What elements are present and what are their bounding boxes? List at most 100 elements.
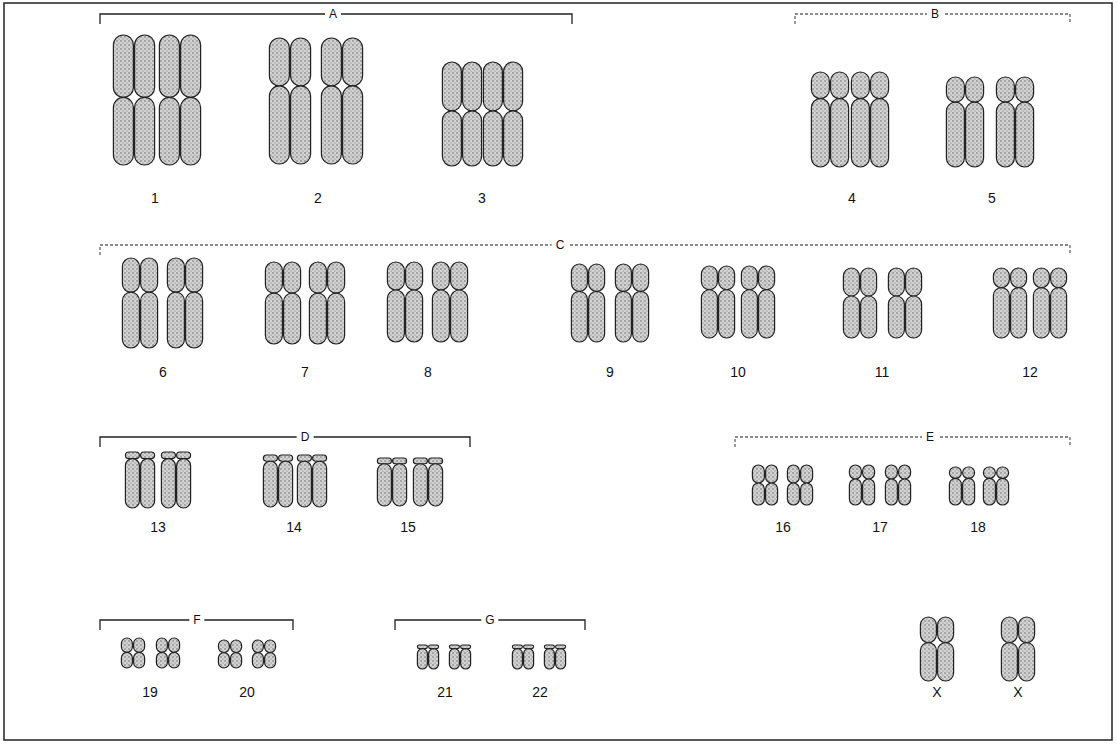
chromosome-number: 2	[314, 191, 322, 205]
chromatid-arm	[759, 290, 775, 338]
chromatid-arm	[141, 258, 158, 292]
chromatid-arm	[121, 638, 132, 652]
group-letter: A	[325, 8, 341, 20]
chromatid-arm	[811, 72, 829, 99]
chromatid-arm	[177, 459, 191, 508]
chromatid-arm	[863, 465, 875, 479]
chromatid-arm	[169, 638, 180, 652]
chromatid-arm	[963, 467, 975, 478]
chromatid-arm	[938, 643, 954, 681]
chromatid-arm	[589, 264, 605, 291]
group-letter: G	[481, 614, 498, 626]
chromatid-arm	[181, 97, 201, 165]
chromatid-arm	[504, 62, 523, 111]
chromatid-arm	[429, 464, 443, 506]
chromatid-arm	[787, 465, 799, 483]
chromatid-arm	[996, 77, 1014, 102]
chromatid-arm	[442, 111, 461, 166]
chromatid-arm	[141, 452, 155, 459]
chromatid-arm	[393, 464, 407, 506]
chromatid-arm	[265, 653, 276, 668]
chromatid-arm	[983, 467, 995, 478]
chromatid-arm	[1033, 268, 1049, 288]
chromatid-arm	[161, 459, 175, 508]
chromatid-arm	[263, 455, 277, 461]
chromatid-arm	[963, 478, 975, 505]
chromatid-arm	[181, 35, 201, 97]
chromatid-arm	[701, 266, 717, 290]
chromatid-arm	[997, 478, 1009, 505]
group-bracket	[100, 437, 470, 447]
chromatid-arm	[122, 292, 139, 348]
chromatid-arm	[899, 465, 911, 479]
chromosome-number: 9	[606, 365, 614, 379]
chromatid-arm	[633, 291, 649, 342]
chromatid-arm	[1016, 102, 1034, 167]
chromatid-arm	[291, 38, 311, 86]
chromatid-arm	[1011, 268, 1027, 288]
chromatid-arm	[135, 97, 155, 165]
chromatid-arm	[633, 264, 649, 291]
chromatid-arm	[885, 479, 897, 505]
chromatid-arm	[141, 292, 158, 348]
chromatid-arm	[983, 478, 995, 505]
chromosome-number: 6	[159, 365, 167, 379]
chromosome-number: 3	[478, 191, 486, 205]
chromatid-arm	[946, 102, 964, 167]
chromatid-arm	[766, 465, 778, 483]
chromatid-arm	[135, 35, 155, 97]
chromatid-arm	[279, 461, 293, 507]
chromatid-arm	[801, 483, 813, 505]
chromatid-arm	[177, 452, 191, 459]
chromatid-arm	[313, 461, 327, 507]
chromatid-arm	[328, 293, 345, 344]
chromatid-arm	[483, 111, 502, 166]
chromatid-arm	[996, 102, 1014, 167]
chromosome-number: 14	[286, 520, 302, 534]
chromatid-arm	[451, 262, 468, 290]
chromatid-arm	[113, 35, 133, 97]
chromatid-arm	[343, 38, 363, 86]
chromatid-arm	[801, 465, 813, 483]
chromosome-number: 8	[424, 365, 432, 379]
chromatid-arm	[252, 653, 263, 668]
chromatid-arm	[1019, 643, 1035, 681]
chromatid-arm	[413, 464, 427, 506]
chromatid-arm	[843, 296, 859, 338]
chromatid-arm	[589, 291, 605, 342]
chromosome-number: 15	[400, 520, 416, 534]
chromatid-arm	[811, 99, 829, 167]
chromatid-arm	[1011, 288, 1027, 338]
chromatid-arm	[417, 649, 427, 669]
chromatid-arm	[1019, 617, 1035, 643]
chromatid-arm	[387, 262, 404, 290]
chromatid-arm	[377, 458, 391, 464]
chromatid-arm	[263, 461, 277, 507]
group-letter: D	[297, 431, 314, 443]
chromatid-arm	[946, 77, 964, 102]
chromatid-arm	[134, 652, 145, 668]
group-brackets	[100, 14, 1070, 630]
chromatid-arm	[297, 455, 311, 461]
chromatid-arm	[393, 458, 407, 464]
chromosome-number: X	[932, 685, 941, 699]
chromatid-arm	[218, 653, 229, 668]
chromosome-number: 5	[988, 191, 996, 205]
chromatid-arm	[949, 478, 961, 505]
chromatid-arm	[265, 293, 282, 344]
chromatid-arm	[284, 262, 301, 293]
chromatid-arm	[752, 465, 764, 483]
chromatid-arm	[122, 258, 139, 292]
chromatid-arm	[406, 290, 423, 342]
chromatid-arm	[252, 640, 263, 653]
chromatid-arm	[297, 461, 311, 507]
chromatid-arm	[125, 452, 139, 459]
chromatid-arm	[463, 111, 482, 166]
group-letter: C	[552, 239, 569, 251]
chromosome-number: 18	[970, 520, 986, 534]
chromatid-arm	[741, 290, 757, 338]
chromatid-arm	[231, 653, 242, 668]
figure-frame	[4, 3, 1112, 740]
chromatid-arm	[186, 258, 203, 292]
